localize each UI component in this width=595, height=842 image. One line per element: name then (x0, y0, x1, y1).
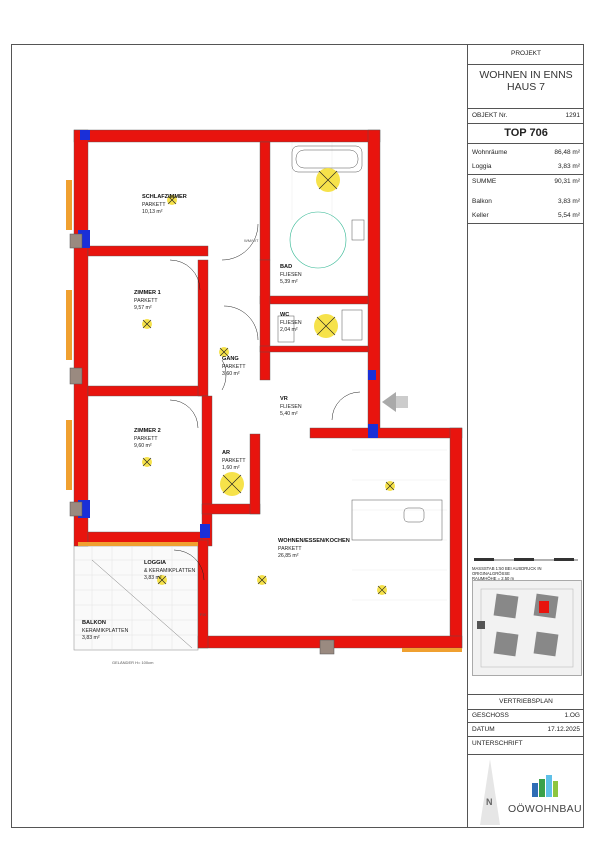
area-value: 86,48 m² (554, 149, 580, 156)
area-label: Keller (472, 212, 489, 219)
room-name: ZIMMER 1 (134, 290, 161, 296)
area-label: Balkon (472, 198, 492, 205)
oewohnbau-logo-icon (532, 775, 558, 797)
room-name: AR (222, 450, 230, 456)
room-floor: PARKETT (278, 546, 302, 552)
datum-value: 17.12.2025 (547, 726, 580, 733)
room-name: SCHLAFZIMMER (142, 194, 187, 200)
room-area: 3,60 m² (222, 371, 240, 377)
walls (73, 129, 463, 649)
area-label: Loggia (472, 163, 492, 170)
room-area: 5,39 m² (280, 279, 298, 285)
room-floor: FLIESEN (280, 272, 302, 278)
projekt-label: PROJEKT (468, 44, 584, 65)
area-row-balkon: Balkon 3,83 m² (468, 195, 584, 209)
floor-plan: SCHLAFZIMMER PARKETT 10,13 m² BAD FLIESE… (66, 129, 463, 665)
north-label: N (486, 797, 493, 807)
fix-label: FIX (200, 612, 207, 617)
railing-label: GELÄNDER H= 100cm (112, 660, 154, 665)
room-area: 3,83 m² (144, 575, 162, 581)
balcony-area (73, 545, 199, 651)
objekt-label: OBJEKT Nr. (472, 112, 508, 119)
room-area: 3,83 m² (82, 635, 100, 641)
room-name: WC (280, 312, 289, 318)
room-area: 1,60 m² (222, 465, 240, 471)
area-value: 3,83 m² (557, 163, 580, 170)
light-markers (142, 168, 395, 595)
objekt-value: 1291 (565, 112, 580, 119)
room-name: LOGGIA (144, 560, 166, 566)
area-value: 90,31 m² (554, 178, 580, 185)
room-name: BALKON (82, 620, 106, 626)
logo-area: N OÖWOHNBAU (468, 754, 584, 829)
room-floor: PARKETT (222, 458, 246, 464)
room-name: VR (280, 396, 288, 402)
room-floor: PARKETT (142, 202, 166, 208)
scale-text-1: MASSSTAB 1:50 BEI AUSDRUCK IN (472, 566, 542, 571)
logo-text: OÖWOHNBAU (508, 803, 582, 815)
area-value: 5,54 m² (557, 212, 580, 219)
scale-bar: MASSSTAB 1:50 BEI AUSDRUCK IN ORIGINALGR… (472, 554, 580, 581)
scale-text-3: RAUMHÖHE = 2,50 m (472, 576, 515, 581)
project-name-line2: HAUS 7 (507, 81, 545, 93)
room-floor: PARKETT (222, 364, 246, 370)
room-area: 9,57 m² (134, 305, 152, 311)
area-row-summe: SUMME 90,31 m² (468, 175, 584, 189)
room-labels: SCHLAFZIMMER PARKETT 10,13 m² BAD FLIESE… (82, 194, 350, 665)
room-area: 2,04 m² (280, 327, 298, 333)
area-row-wohnraeume: Wohnräume 86,48 m² (468, 146, 584, 160)
scale-ruler (474, 558, 578, 561)
geschoss-label: GESCHOSS (472, 712, 509, 719)
sheet-frame (11, 44, 584, 828)
room-floor: & KERAMIKPLATTEN (144, 568, 195, 574)
window-markers (69, 233, 335, 655)
room-area: 26,85 m² (278, 553, 299, 559)
objekt-row: OBJEKT Nr. 1291 (468, 109, 584, 124)
area-row-loggia: Loggia 3,83 m² (468, 160, 584, 175)
project-name-line1: WOHNEN IN ENNS (479, 69, 573, 81)
datum-row: DATUM 17.12.2025 (468, 724, 584, 737)
site-plan-graphic (477, 588, 574, 668)
door-swings (169, 211, 361, 581)
project-name: WOHNEN IN ENNS HAUS 7 (468, 65, 584, 109)
area-table: Wohnräume 86,48 m² Loggia 3,83 m² SUMME 90,… (468, 144, 584, 224)
vertriebsplan-label: VERTRIEBSPLAN (468, 694, 584, 710)
scale-text-2: ORIGINALGRÖSSE (472, 571, 510, 576)
room-floor: FLIESEN (280, 404, 302, 410)
room-floor: KERAMIKPLATTEN (82, 628, 129, 634)
room-name: BAD (280, 264, 292, 270)
room-floor: PARKETT (134, 298, 158, 304)
room-name: WOHNEN/ESSEN/KOCHEN (278, 538, 350, 544)
top-title: TOP 706 (468, 124, 584, 144)
datum-label: DATUM (472, 726, 495, 733)
room-area: 5,40 m² (280, 411, 298, 417)
insulation (66, 180, 462, 652)
area-row-keller: Keller 5,54 m² (468, 209, 584, 224)
room-name: ZIMMER 2 (134, 428, 161, 434)
unterschrift-label: UNTERSCHRIFT (472, 740, 523, 747)
unterschrift-row: UNTERSCHRIFT (468, 738, 584, 750)
room-name: GANG (222, 356, 239, 362)
geschoss-value: 1.OG (564, 712, 580, 719)
area-value: 3,83 m² (557, 198, 580, 205)
room-floor: PARKETT (134, 436, 158, 442)
room-area: 10,13 m² (142, 209, 163, 215)
area-label: SUMME (472, 178, 497, 185)
room-area: 9,60 m² (134, 443, 152, 449)
north-arrow-icon (480, 759, 500, 825)
site-plan-map (472, 580, 582, 676)
wm-label: WM/WT (244, 238, 259, 243)
room-floor: FLIESEN (280, 320, 302, 326)
fixtures (277, 145, 443, 541)
area-label: Wohnräume (472, 149, 508, 156)
entry-arrow-icon (382, 392, 408, 412)
title-block: PROJEKT WOHNEN IN ENNS HAUS 7 OBJEKT Nr.… (467, 44, 584, 828)
geschoss-row: GESCHOSS 1.OG (468, 710, 584, 723)
